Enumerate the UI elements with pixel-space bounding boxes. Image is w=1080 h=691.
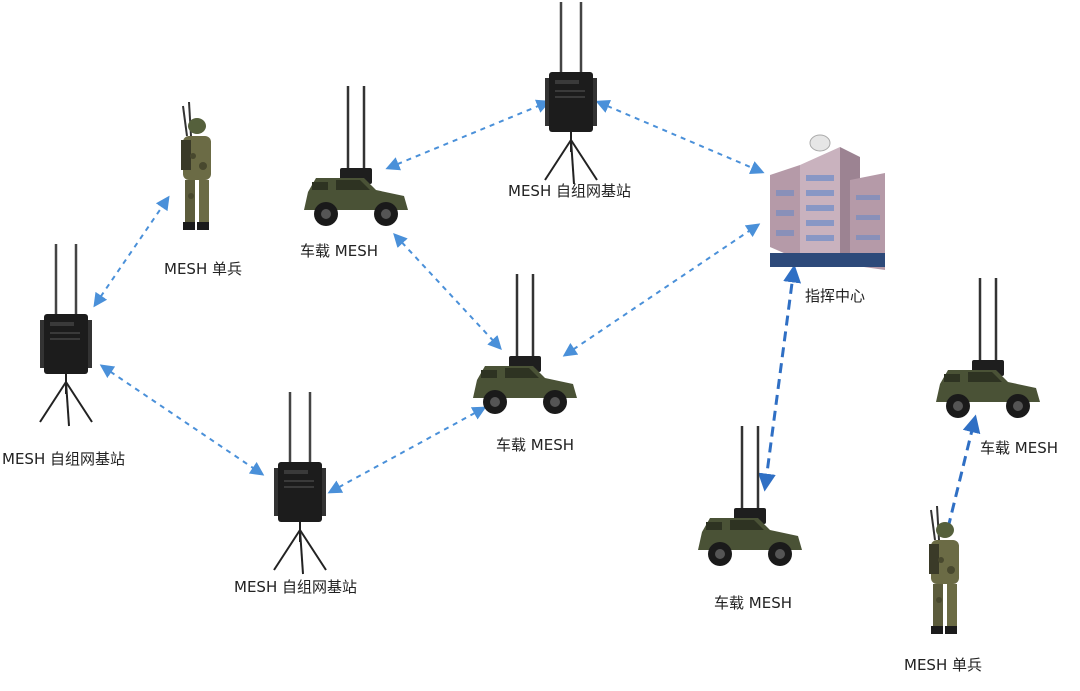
- soldier-left-label: MESH 单兵: [164, 260, 242, 278]
- command-center-label: 指挥中心: [805, 287, 866, 305]
- network-links: [93, 99, 981, 529]
- vehicle-far-right-label: 车载 MESH: [980, 439, 1058, 457]
- soldier-icon: [180, 101, 212, 231]
- link-base-bottom-to-vehicle-center: [327, 406, 487, 494]
- vehicle-icon: [934, 276, 1042, 420]
- link-soldier-right-to-vehicle-far-right: [946, 414, 981, 529]
- vehicle-bottom-right-label: 车载 MESH: [714, 594, 792, 612]
- vehicle-center-label: 车载 MESH: [496, 436, 574, 454]
- soldier-icon: [928, 505, 960, 635]
- vehicle-icon: [302, 84, 410, 228]
- vehicle-icon: [696, 424, 804, 568]
- base-station-bottom-label: MESH 自组网基站: [234, 578, 357, 596]
- vehicle-icon: [471, 272, 579, 416]
- mesh-base-station-icon: [38, 242, 94, 428]
- link-base-left-to-soldier-left: [93, 195, 170, 308]
- link-vehicle-top-to-base-top: [385, 99, 551, 171]
- mesh-base-station-icon: [272, 390, 328, 576]
- link-base-left-to-base-bottom: [99, 364, 265, 476]
- building-icon: [770, 134, 885, 270]
- link-vehicle-center-to-command: [562, 223, 761, 357]
- soldier-right-label: MESH 单兵: [904, 656, 982, 674]
- base-station-left-label: MESH 自组网基站: [2, 450, 125, 468]
- mesh-base-station-icon: [543, 0, 599, 186]
- link-base-top-to-command: [595, 99, 765, 175]
- link-command-to-vehicle-bottom-right: [757, 264, 802, 492]
- base-station-top-label: MESH 自组网基站: [508, 182, 631, 200]
- vehicle-top-label: 车载 MESH: [300, 242, 378, 260]
- link-vehicle-top-to-vehicle-center: [393, 232, 502, 351]
